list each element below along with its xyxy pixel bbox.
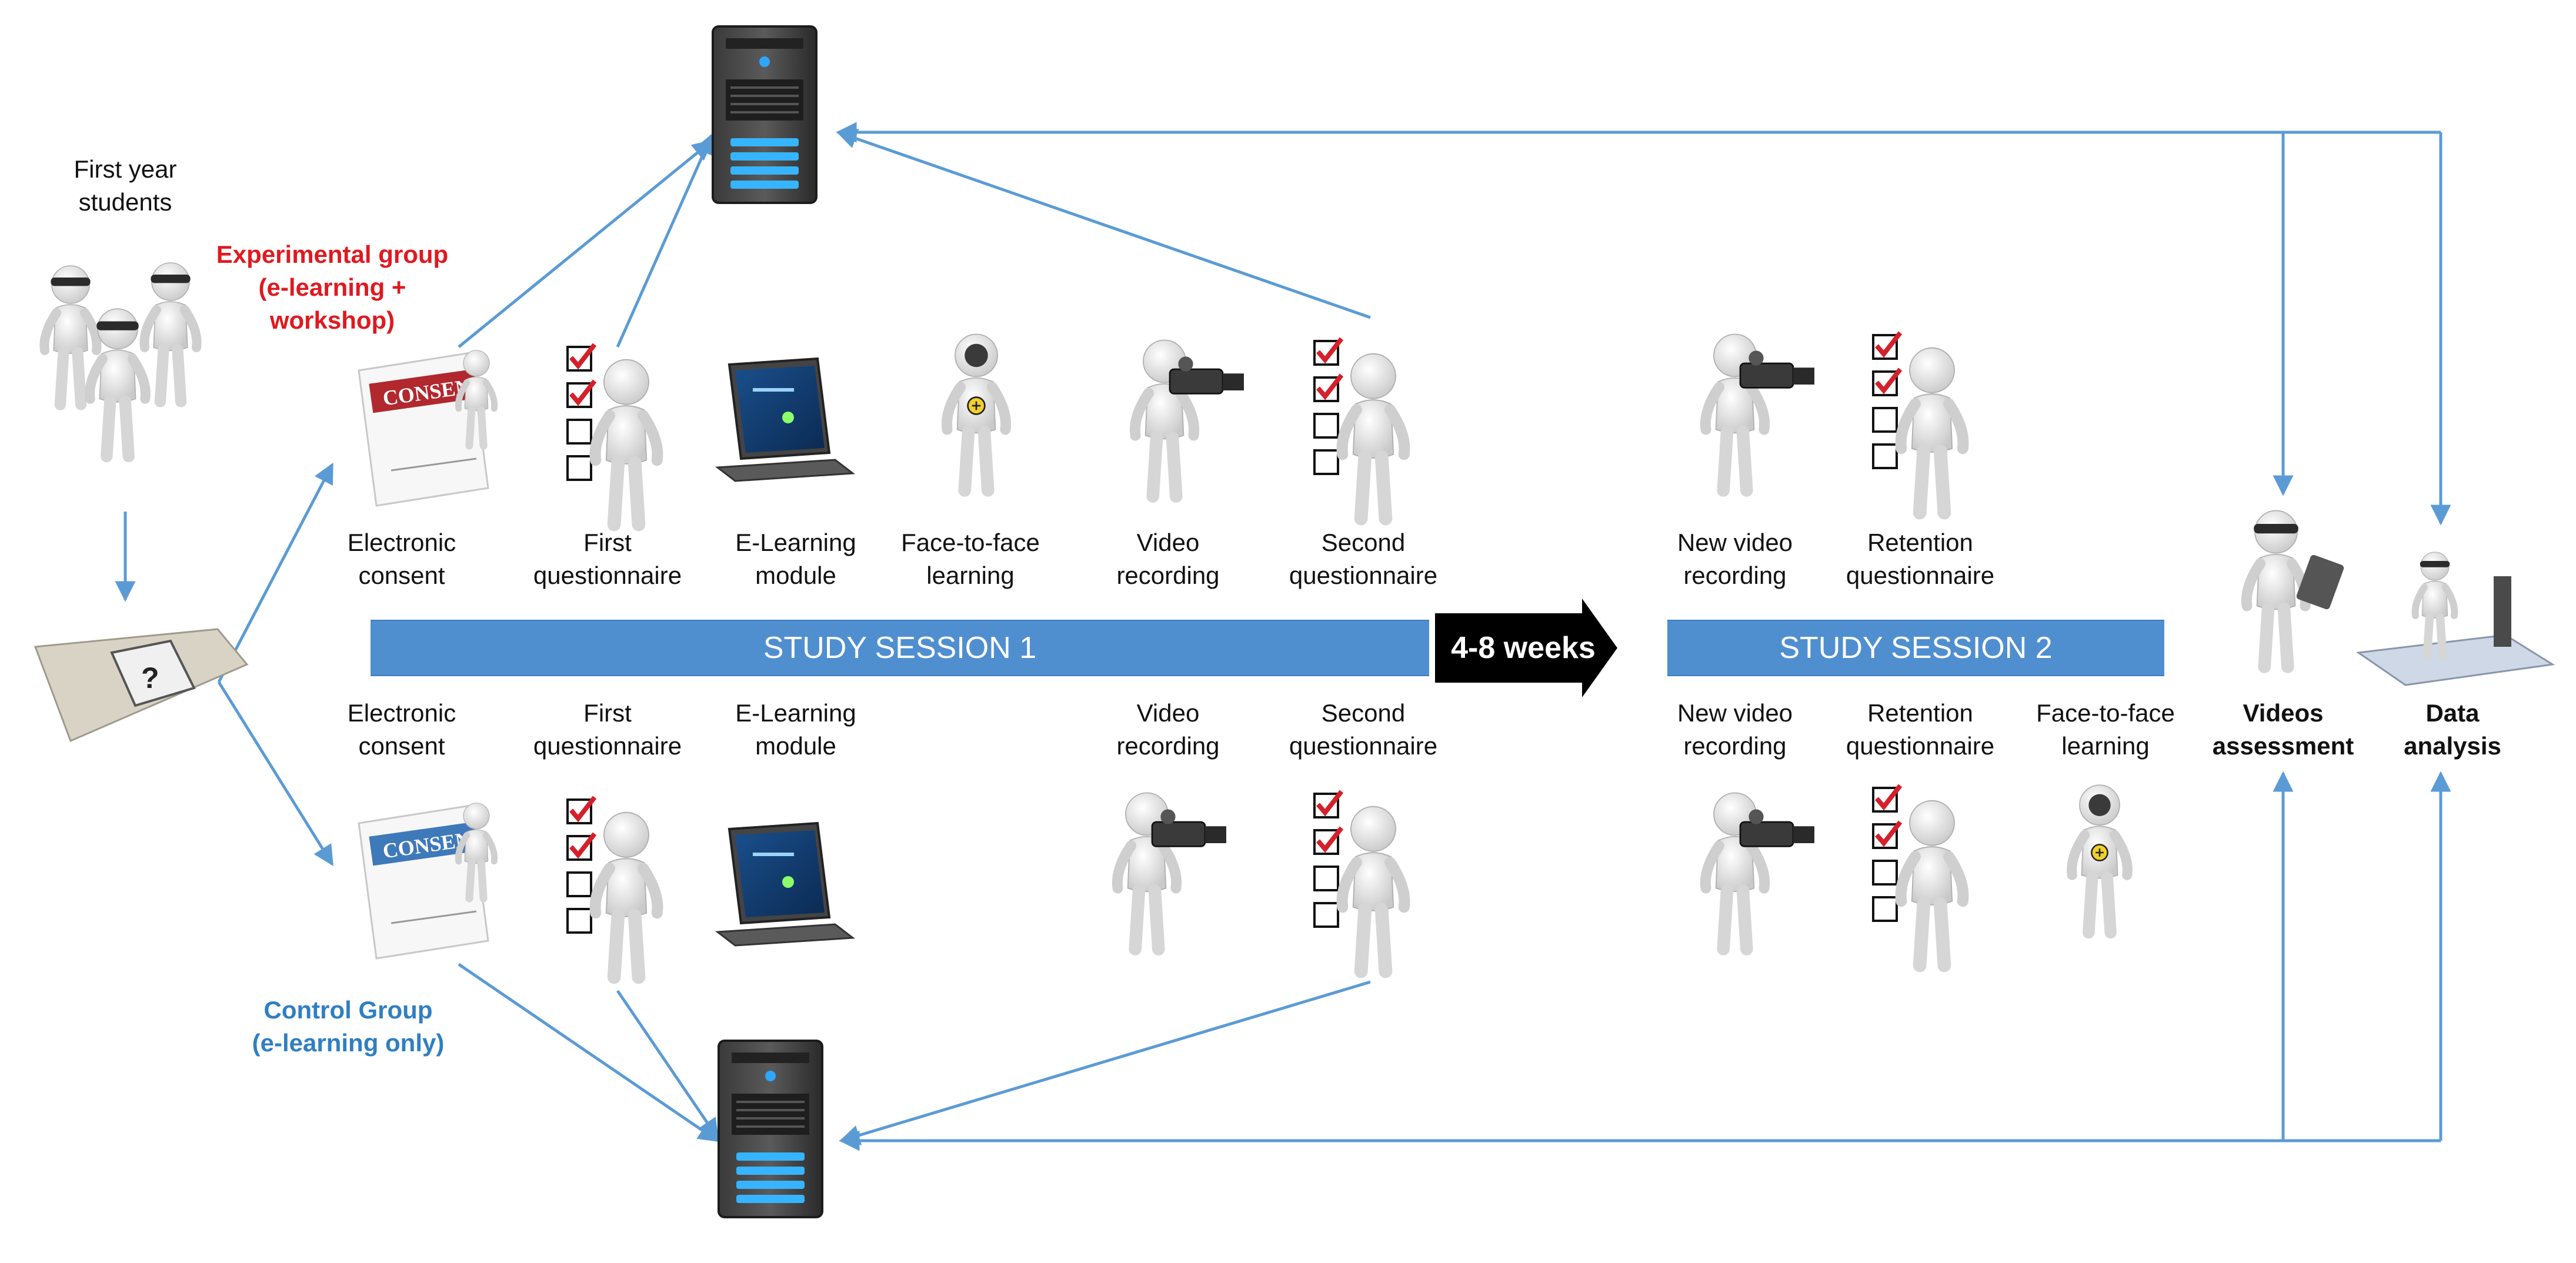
label-line: Second bbox=[1321, 529, 1406, 556]
laptop-icon-1 bbox=[716, 357, 854, 482]
top-step-label-4: Face-to-face learning bbox=[901, 526, 1040, 592]
bottom-step-label-7: Retention questionnaire bbox=[1846, 697, 1994, 763]
label-line: First bbox=[583, 529, 632, 556]
students-label-line1: First year bbox=[74, 155, 177, 183]
top-step-label-2: First questionnaire bbox=[533, 526, 682, 592]
computer-workstation-icon bbox=[2355, 552, 2555, 686]
top-step-label-5: Video recording bbox=[1116, 526, 1219, 592]
label-line: E-Learning bbox=[735, 529, 856, 556]
video-camera-figure-icon-2 bbox=[1706, 335, 1814, 491]
label-line: recording bbox=[1116, 562, 1220, 589]
bottom-step-label-2: First questionnaire bbox=[533, 697, 682, 763]
label-line: Electronic bbox=[347, 529, 456, 556]
students-label: First year students bbox=[74, 153, 176, 219]
label-line: learning bbox=[926, 562, 1015, 589]
experimental-group-line1: Experimental group bbox=[216, 240, 449, 268]
stick-figure-students-icon bbox=[44, 263, 196, 456]
checklist-figure-icon-2 bbox=[1314, 339, 1404, 519]
label-line: Face-to-face bbox=[2036, 699, 2175, 727]
bottom-step-label-6: New video recording bbox=[1677, 697, 1793, 763]
weeks-arrow-shape bbox=[1435, 599, 1617, 697]
label-line: questionnaire bbox=[1289, 732, 1438, 760]
label-line: questionnaire bbox=[1289, 562, 1438, 589]
label-line: recording bbox=[1683, 562, 1787, 589]
top-step-label-8: Retention questionnaire bbox=[1846, 526, 1994, 592]
consent-form-top-icon: CONSENT bbox=[358, 350, 495, 507]
label-line: consent bbox=[358, 562, 445, 589]
label-line: Second bbox=[1321, 699, 1406, 727]
experimental-group-line2: (e-learning + bbox=[258, 273, 406, 301]
video-camera-figure-icon-4 bbox=[1706, 793, 1814, 950]
radiation-suit-figure-icon-2 bbox=[2072, 785, 2128, 933]
control-group-label: Control Group (e-learning only) bbox=[252, 994, 445, 1060]
video-camera-figure-icon-3 bbox=[1117, 793, 1226, 950]
study-session-1-bar: STUDY SESSION 1 bbox=[371, 620, 1429, 676]
label-line: recording bbox=[1116, 732, 1220, 760]
label-line: Retention bbox=[1867, 529, 1973, 556]
checklist-figure-icon-1 bbox=[568, 345, 658, 524]
label-line: questionnaire bbox=[533, 732, 682, 760]
bottom-step-label-1: Electronic consent bbox=[348, 697, 456, 763]
students-label-line2: students bbox=[78, 188, 172, 216]
label-line: First bbox=[583, 699, 632, 727]
label-line: E-Learning bbox=[735, 699, 856, 727]
checklist-figure-icon-5 bbox=[1314, 791, 1404, 971]
data-analysis-label: Data analysis bbox=[2404, 697, 2501, 763]
label-line: Face-to-face bbox=[901, 529, 1040, 556]
laptop-icon-2 bbox=[716, 822, 854, 947]
checklist-figure-icon-3 bbox=[1873, 333, 1963, 513]
doctor-with-tablet-icon bbox=[2247, 511, 2344, 667]
label-line: Video bbox=[1136, 529, 1200, 556]
server-bottom-icon bbox=[718, 1040, 823, 1218]
label-line: module bbox=[755, 562, 836, 589]
label-line: consent bbox=[358, 732, 445, 760]
consent-form-bottom-icon: CONSENT bbox=[358, 803, 495, 960]
videos-assessment-label: Videos assessment bbox=[2213, 697, 2354, 763]
experimental-group-line3: workshop) bbox=[269, 306, 395, 334]
server-top-icon bbox=[712, 25, 817, 204]
study-session-2-bar: STUDY SESSION 2 bbox=[1667, 620, 2164, 676]
weeks-interval-arrow: 4-8 weeks bbox=[1435, 599, 1617, 697]
bottom-step-label-3: E-Learning module bbox=[735, 697, 856, 763]
experimental-group-label: Experimental group (e-learning + worksho… bbox=[216, 238, 448, 337]
label-line: Electronic bbox=[347, 699, 456, 727]
label-line: Videos bbox=[2243, 699, 2324, 727]
label-line: questionnaire bbox=[533, 562, 682, 589]
top-step-label-6: Second questionnaire bbox=[1289, 526, 1437, 592]
bottom-step-label-8: Face-to-face learning bbox=[2036, 697, 2175, 763]
label-line: New video bbox=[1677, 699, 1793, 727]
label-line: Data bbox=[2425, 699, 2480, 727]
top-step-label-3: E-Learning module bbox=[735, 526, 856, 592]
label-line: recording bbox=[1683, 732, 1787, 760]
label-line: analysis bbox=[2404, 732, 2501, 760]
checklist-figure-icon-6 bbox=[1873, 786, 1963, 965]
top-step-label-7: New video recording bbox=[1677, 526, 1793, 592]
top-step-label-1: Electronic consent bbox=[348, 526, 456, 592]
label-line: questionnaire bbox=[1846, 562, 1995, 589]
bottom-step-label-5: Second questionnaire bbox=[1289, 697, 1437, 763]
label-line: module bbox=[755, 732, 836, 760]
svg-text:?: ? bbox=[141, 661, 159, 694]
label-line: questionnaire bbox=[1846, 732, 1995, 760]
radiation-suit-figure-icon-1 bbox=[947, 335, 1006, 491]
bottom-step-label-4: Video recording bbox=[1116, 697, 1219, 763]
dice-on-envelope-icon: ? bbox=[34, 628, 249, 743]
label-line: Video bbox=[1136, 699, 1200, 727]
label-line: Retention bbox=[1867, 699, 1973, 727]
checklist-figure-icon-4 bbox=[568, 797, 658, 977]
label-line: learning bbox=[2061, 732, 2150, 760]
control-group-line2: (e-learning only) bbox=[252, 1029, 445, 1057]
video-camera-figure-icon-1 bbox=[1135, 340, 1244, 497]
label-line: assessment bbox=[2212, 732, 2354, 760]
control-group-line1: Control Group bbox=[263, 996, 433, 1024]
label-line: New video bbox=[1677, 529, 1793, 556]
weeks-interval-label: 4-8 weeks bbox=[1451, 631, 1596, 665]
